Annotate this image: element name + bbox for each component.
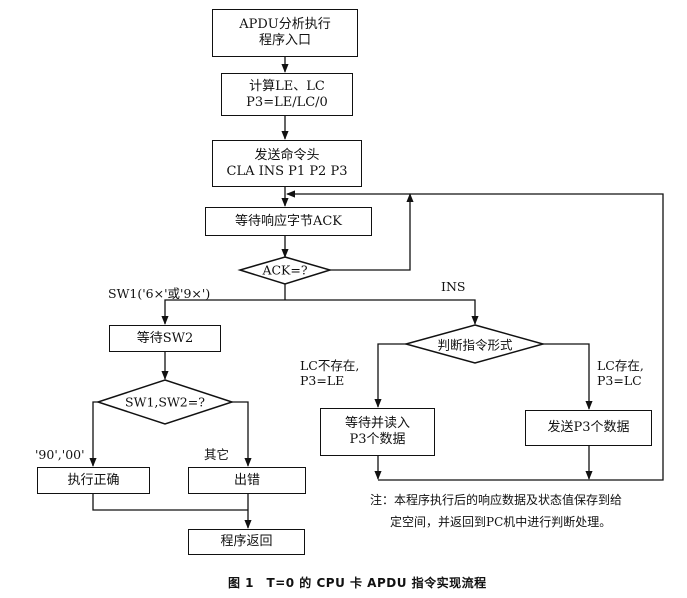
ok-code-label: '90','00' — [35, 447, 85, 462]
lc-absent-line-1: LC不存在, — [300, 358, 360, 373]
sw-decision-shape — [95, 379, 235, 425]
ack-decision-label: ACK=? — [262, 262, 308, 278]
sw-decision-label: SW1,SW2=? — [125, 394, 205, 410]
footnote-line-2: 定空间，并返回到PC机中进行判断处理。 — [390, 515, 612, 529]
return-label: 程序返回 — [220, 534, 273, 549]
cmd-form-decision-label: 判断指令形式 — [437, 337, 513, 353]
entry-line-2: 程序入口 — [258, 33, 311, 48]
sw1-branch-label: SW1('6×'或'9×') — [108, 286, 211, 301]
exec-ok-label: 执行正确 — [67, 472, 120, 488]
footnote: 注：本程序执行后的响应数据及状态值保存到给 定空间，并返回到PC机中进行判断处理… — [370, 489, 622, 533]
send-data-label: 发送P3个数据 — [547, 420, 630, 435]
lc-present-line-1: LC存在, — [597, 358, 644, 373]
error-box: 出错 — [188, 467, 306, 494]
exec-ok-box: 执行正确 — [37, 467, 150, 494]
lc-absent-label: LC不存在, P3=LE — [300, 358, 359, 388]
cmd-form-decision-shape — [403, 324, 546, 364]
wait-read-box: 等待并读入 P3个数据 — [320, 408, 435, 456]
entry-line-1: APDU分析执行 — [239, 17, 331, 32]
wait-sw2-label: 等待SW2 — [136, 330, 194, 346]
lc-present-label: LC存在, P3=LC — [597, 358, 644, 388]
arrow-lc-absent — [374, 343, 406, 408]
footnote-line-1: 注：本程序执行后的响应数据及状态值保存到给 — [370, 493, 623, 507]
wait-read-line-1: 等待并读入 — [344, 416, 410, 431]
wait-sw2-box: 等待SW2 — [109, 325, 221, 352]
arrow-loop-back — [286, 190, 664, 481]
other-label: 其它 — [204, 447, 230, 462]
ins-branch-label: INS — [441, 279, 466, 294]
lc-absent-line-2: P3=LE — [300, 373, 345, 388]
line-ok-return — [92, 494, 248, 511]
send-header-box: 发送命令头 CLA INS P1 P2 P3 — [212, 140, 362, 187]
figure-caption: 图 1 T=0 的 CPU 卡 APDU 指令实现流程 — [228, 576, 487, 590]
ack-decision-shape — [237, 256, 333, 285]
send-data-box: 发送P3个数据 — [525, 410, 652, 446]
arrow-sw-other — [232, 401, 252, 467]
compute-line-2: P3=LE/LC/0 — [246, 94, 328, 110]
wait-ack-box: 等待响应字节ACK — [205, 207, 372, 236]
return-box: 程序返回 — [188, 529, 305, 555]
compute-line-1: 计算LE、LC — [249, 78, 325, 94]
arrow-sw1-branch — [161, 299, 285, 325]
compute-box: 计算LE、LC P3=LE/LC/0 — [221, 73, 353, 116]
send-header-line-2: CLA INS P1 P2 P3 — [226, 163, 348, 179]
wait-read-line-2: P3个数据 — [349, 432, 406, 447]
entry-box: APDU分析执行 程序入口 — [212, 9, 358, 57]
lc-present-line-2: P3=LC — [597, 373, 642, 388]
send-header-line-1: 发送命令头 — [254, 147, 320, 163]
arrow-sw-ok — [89, 401, 98, 467]
arrow-lc-present — [543, 343, 593, 410]
error-label: 出错 — [233, 472, 260, 488]
arrow-ack-loop — [330, 193, 414, 271]
wait-ack-label: 等待响应字节ACK — [234, 213, 343, 229]
arrow-ins-branch — [285, 299, 479, 325]
